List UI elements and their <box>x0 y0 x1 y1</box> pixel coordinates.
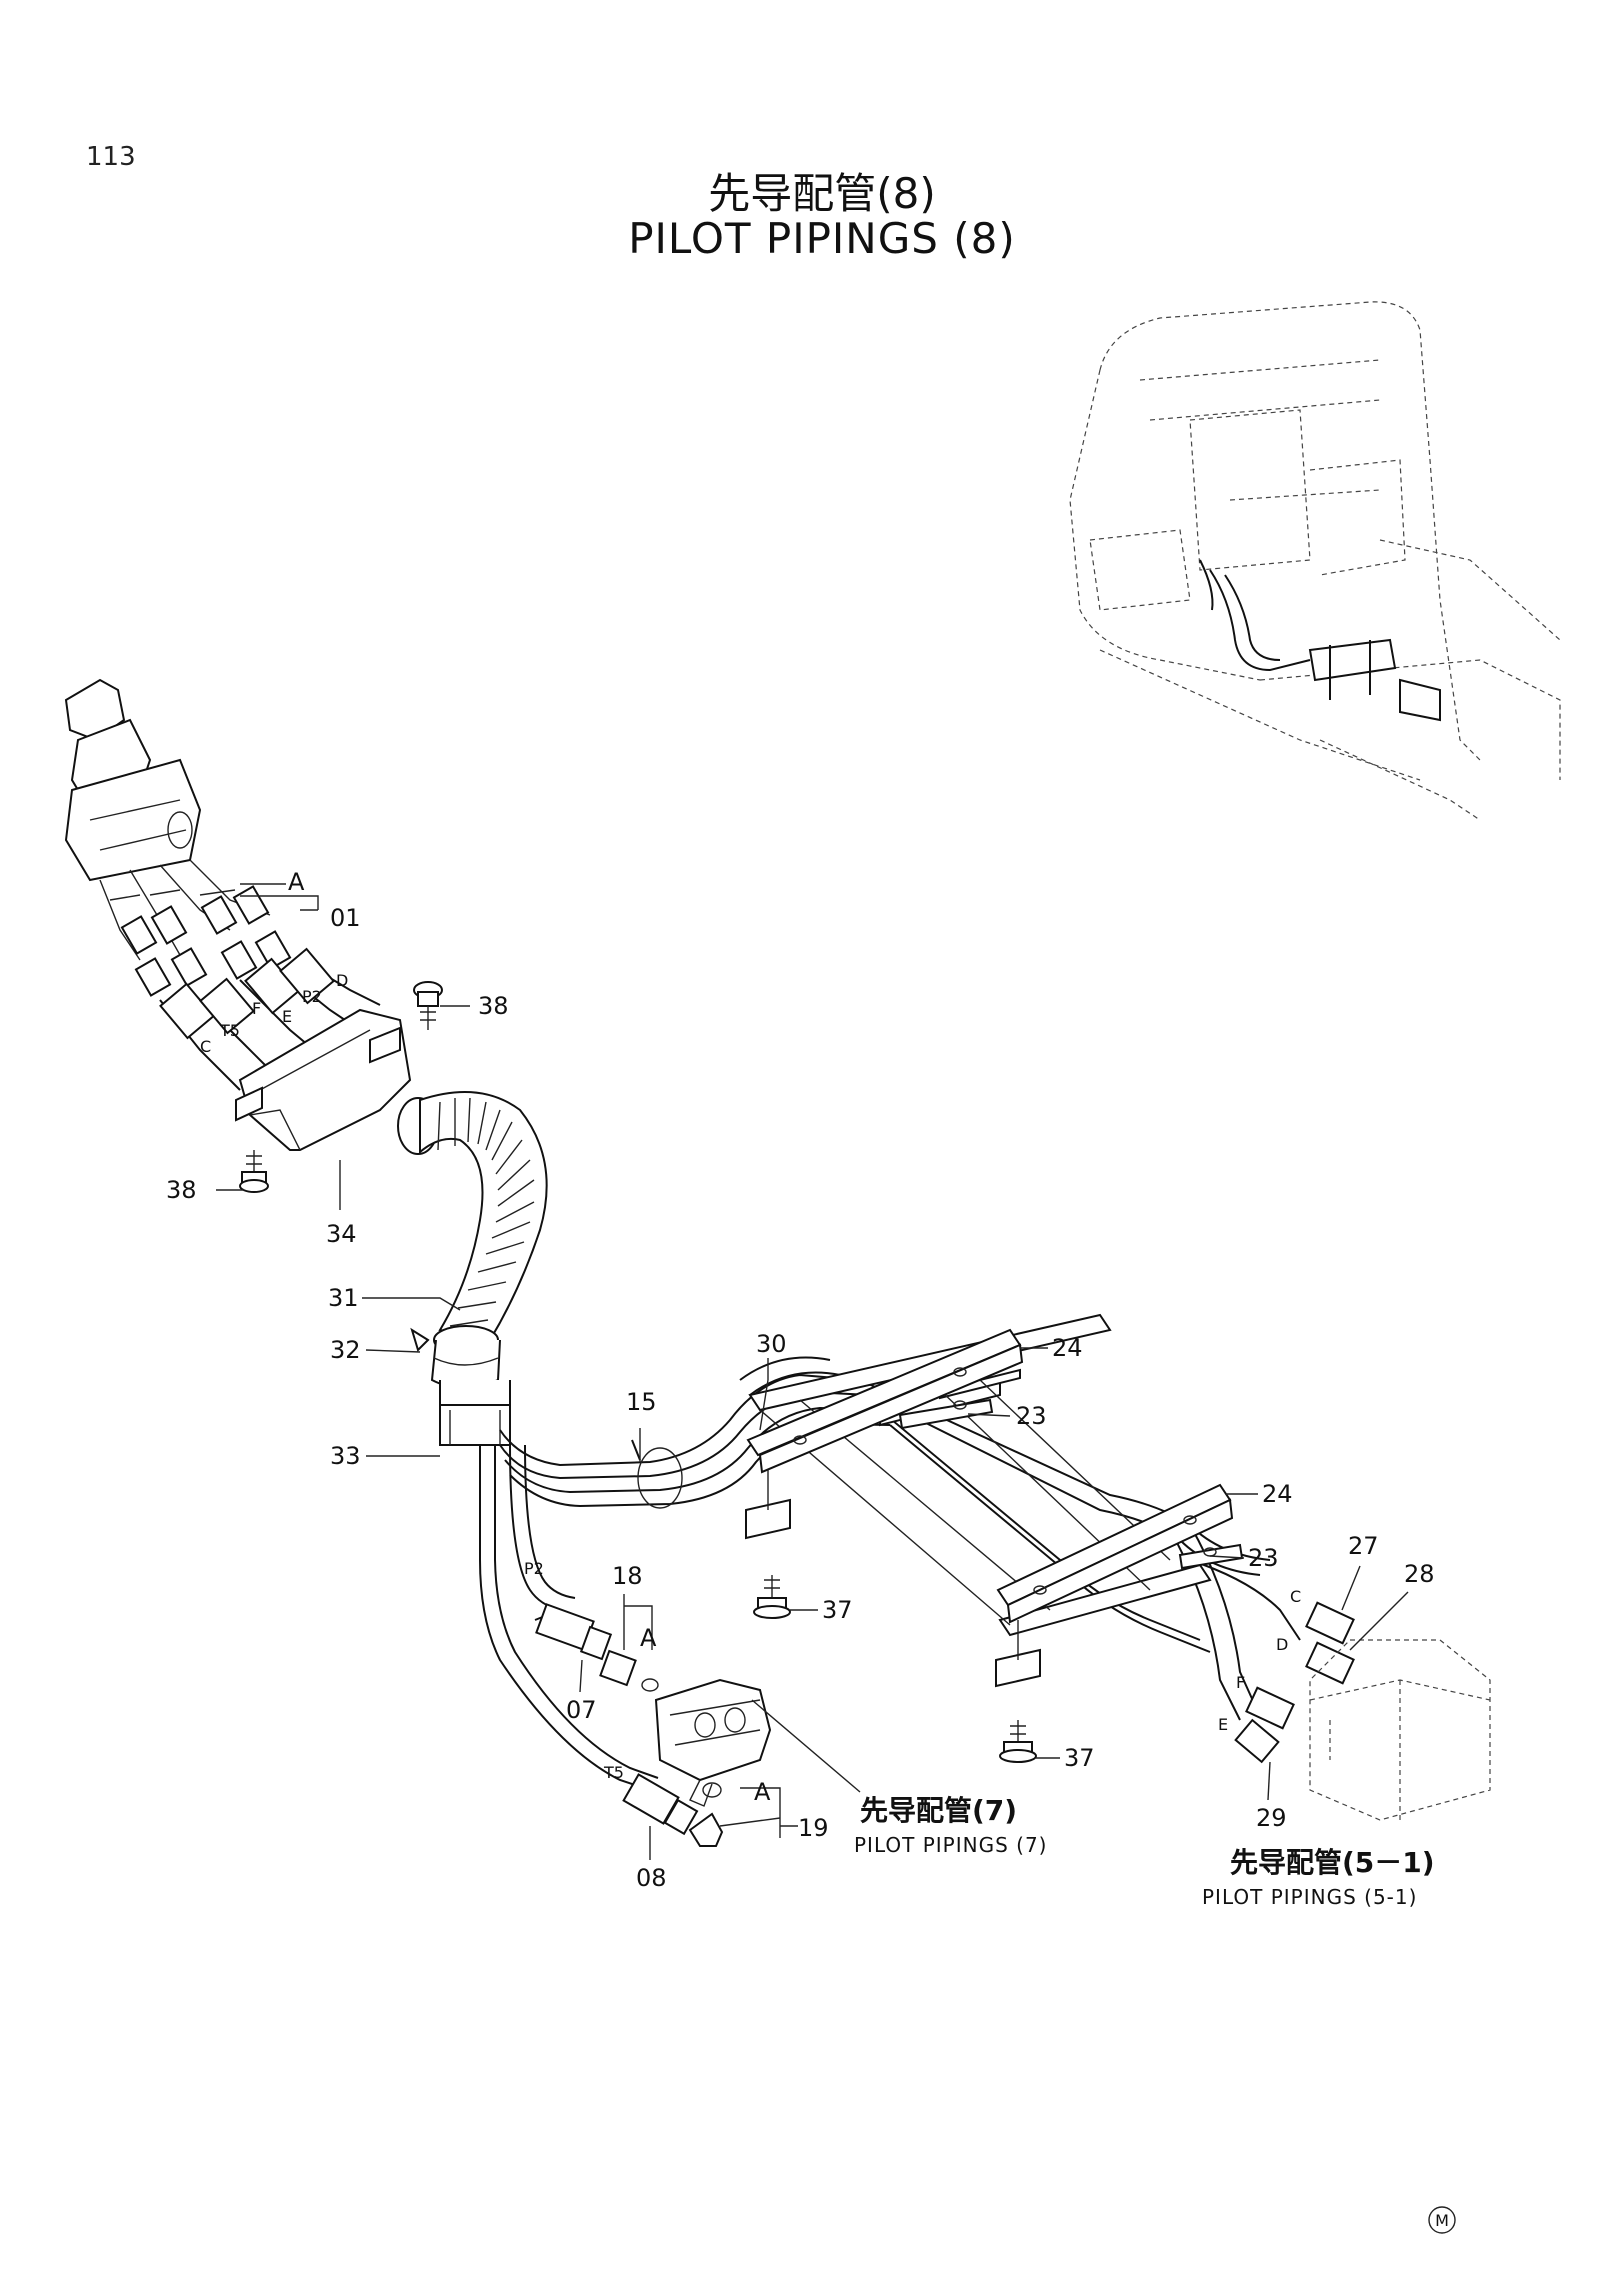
footer-mark-letter: M <box>1435 2211 1449 2230</box>
part-label-23-upper: 23 <box>1016 1402 1047 1430</box>
part-label-31: 31 <box>328 1284 359 1312</box>
reference-pilot-pipings-7-english: PILOT PIPINGS (7) <box>854 1833 1047 1857</box>
excavator-overview-inset <box>1069 301 1561 821</box>
reference-pilot-pipings-5-1-english: PILOT PIPINGS (5-1) <box>1202 1885 1417 1909</box>
corrugated-hose-boot <box>397 1091 548 1389</box>
hose-label-p2-middle: P2 <box>524 1559 544 1578</box>
frame-23-upper <box>898 1398 994 1430</box>
hose-end-07 <box>535 1603 613 1661</box>
part-label-29: 29 <box>1256 1804 1287 1832</box>
bolt-37-lower <box>999 1720 1037 1763</box>
pilot-valve-assembly <box>64 678 381 1091</box>
hose-clamp-15 <box>631 1439 683 1509</box>
part-label-38-upper: 38 <box>478 992 509 1020</box>
pilot-valve-block-7 <box>654 1678 772 1807</box>
part-label-28: 28 <box>1404 1560 1435 1588</box>
hose-label-f-right: F <box>1236 1673 1245 1692</box>
elbow-adapter-19 <box>688 1782 724 1847</box>
hose-label-d-right: D <box>1276 1635 1288 1654</box>
hose-label-t5-middle: T5 <box>603 1763 624 1782</box>
hose-label-f-upper: F <box>252 999 261 1018</box>
part-label-23-lower: 23 <box>1248 1544 1279 1572</box>
part-label-38-lower: 38 <box>166 1176 197 1204</box>
part-label-34: 34 <box>326 1220 357 1248</box>
callout-letter-a-lower: A <box>754 1778 771 1806</box>
part-label-37-upper: 37 <box>822 1596 853 1624</box>
part-label-01: 01 <box>330 904 361 932</box>
hose-label-c-upper: C <box>200 1037 211 1056</box>
bolt-38-lower <box>239 1150 269 1193</box>
valve-fittings <box>120 885 292 997</box>
part-label-33: 33 <box>330 1442 361 1470</box>
part-label-37-lower: 37 <box>1064 1744 1095 1772</box>
adapter-18 <box>599 1649 659 1692</box>
rail-24-lower <box>996 1483 1234 1624</box>
part-label-19: 19 <box>798 1814 829 1842</box>
footer-circled-mark: M <box>1428 2206 1456 2234</box>
part-label-15: 15 <box>626 1388 657 1416</box>
hose-label-d-upper: D <box>336 971 348 990</box>
page-title-chinese: 先导配管(8) <box>708 169 936 218</box>
part-label-32: 32 <box>330 1336 361 1364</box>
reference-pilot-pipings-7-chinese: 先导配管(7) <box>860 1794 1017 1827</box>
callout-letter-a-middle: A <box>640 1624 657 1652</box>
bolt-37-upper <box>753 1575 791 1619</box>
part-label-07: 07 <box>566 1696 597 1724</box>
callout-letter-a-upper: A <box>288 868 305 896</box>
hose-label-t5-upper: T5 <box>219 1021 240 1040</box>
reference-pilot-pipings-5-1-chinese: 先导配管(5－1) <box>1230 1846 1435 1879</box>
part-label-24-upper: 24 <box>1052 1334 1083 1362</box>
pilot-valve-box-5-1 <box>1309 1639 1491 1821</box>
leader-lines <box>216 883 1409 1860</box>
hose-label-e-right: E <box>1218 1715 1228 1734</box>
rail-24-upper <box>746 1328 1024 1474</box>
part-label-08: 08 <box>636 1864 667 1892</box>
part-label-18: 18 <box>612 1562 643 1590</box>
bolt-38-upper <box>413 981 443 1030</box>
hose-label-p2-upper: P2 <box>302 987 322 1006</box>
hose-ends-27-28-29 <box>1234 1601 1355 1764</box>
page-title-english: PILOT PIPINGS (8) <box>628 214 1016 263</box>
page-number: 113 <box>86 142 136 172</box>
hose-cover-block <box>235 1008 412 1151</box>
hose-label-c-right: C <box>1290 1587 1301 1606</box>
part-label-24-lower: 24 <box>1262 1480 1293 1508</box>
part-label-27: 27 <box>1348 1532 1379 1560</box>
part-label-30: 30 <box>756 1330 787 1358</box>
hose-end-08 <box>622 1773 699 1836</box>
hose-label-e-upper: E <box>282 1007 292 1026</box>
